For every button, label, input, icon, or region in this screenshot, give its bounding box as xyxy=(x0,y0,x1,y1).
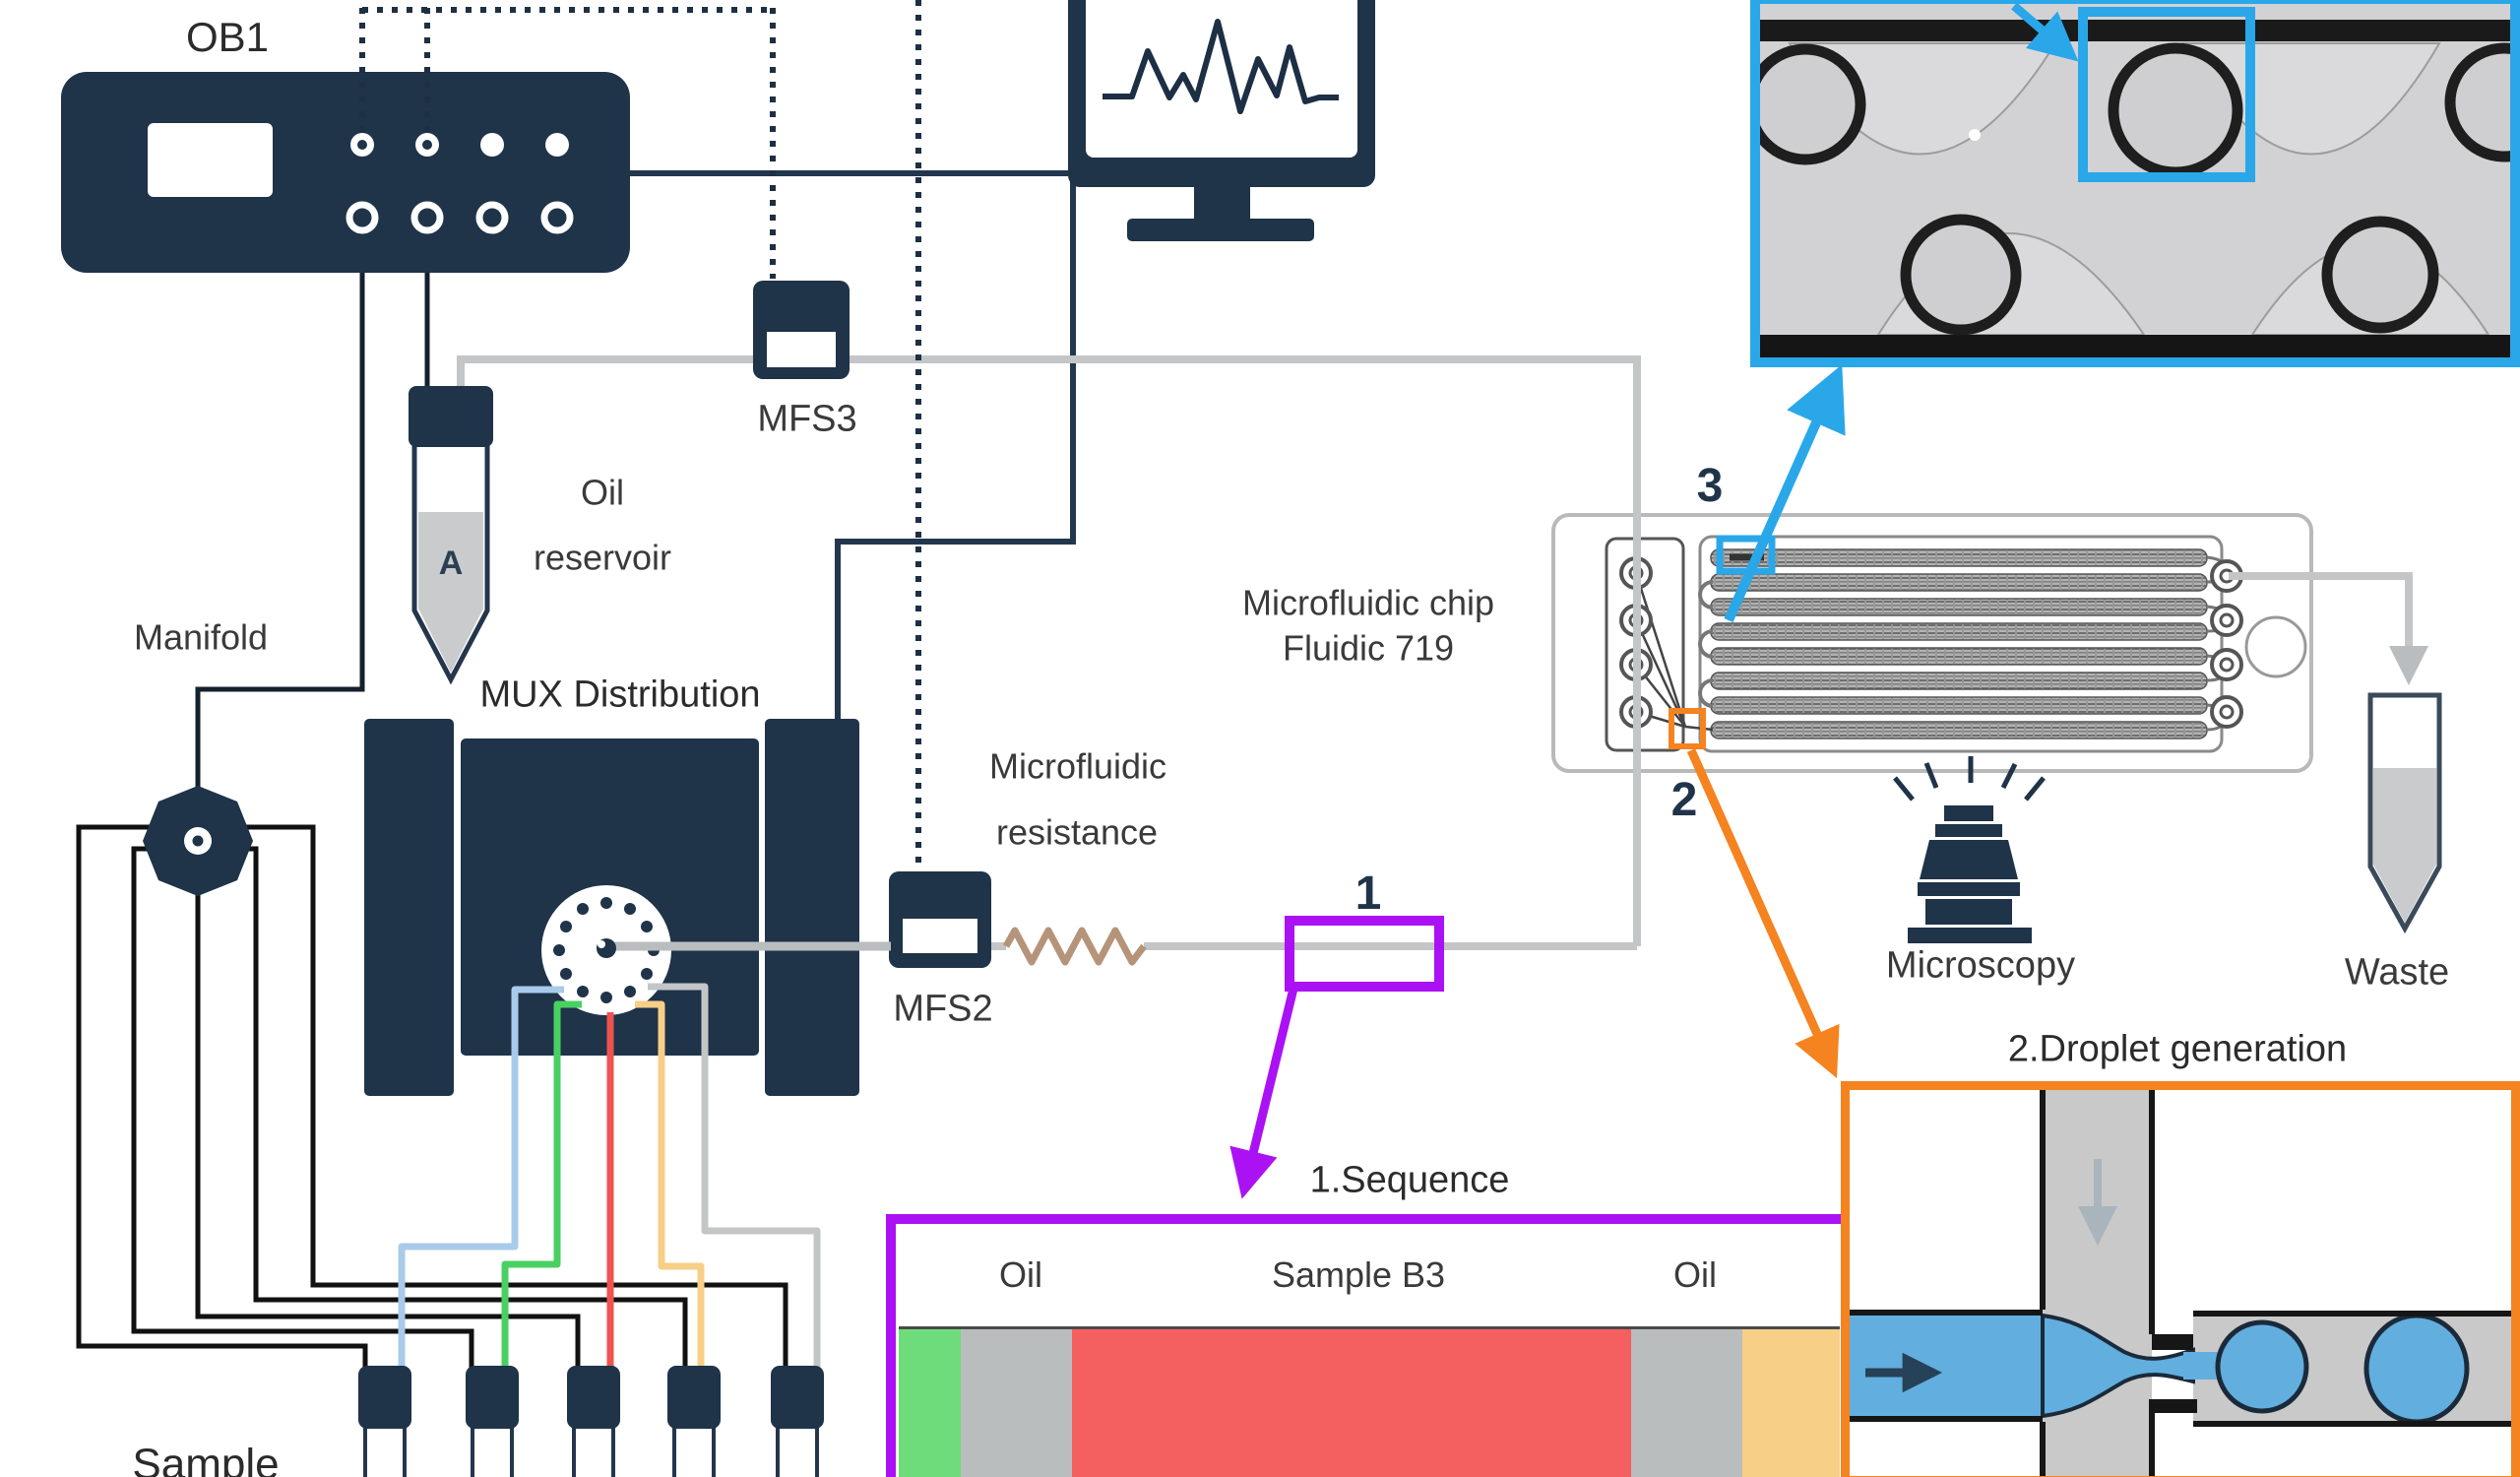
sequence-segment xyxy=(1742,1329,1840,1477)
marker-label-1: 1 xyxy=(1354,867,1382,920)
sample-tube xyxy=(667,1366,721,1477)
reservoir-cap xyxy=(409,386,493,447)
microscope-icon xyxy=(1893,756,2046,943)
orifice-wall-top xyxy=(2152,1334,2193,1350)
sample-line-yellow xyxy=(635,1000,705,1371)
marker-label-3: 3 xyxy=(1696,460,1724,512)
chip-label-2: Fluidic 719 xyxy=(1282,627,1455,669)
waste-tube xyxy=(2367,692,2442,934)
sample-label: Sample xyxy=(132,1440,280,1477)
mux-label: MUX Distribution xyxy=(479,674,761,716)
sequence-callout-arrow xyxy=(1229,987,1298,1199)
sample-tube xyxy=(466,1366,519,1477)
microscopy-label: Microscopy xyxy=(1885,944,2076,987)
sequence-label-oil-left: Oil xyxy=(999,1254,1042,1295)
droplet xyxy=(2363,1313,2470,1425)
waste-liquid xyxy=(2373,768,2436,923)
photo-callout-arrow xyxy=(1724,364,1846,623)
droplet-gen-callout-arrow xyxy=(1686,748,1840,1079)
droplet-highlight-box xyxy=(2078,7,2255,182)
waste-tubing-line xyxy=(2229,572,2428,685)
sequence-label-sample: Sample B3 xyxy=(1271,1254,1446,1295)
sequence-segment xyxy=(961,1329,1072,1477)
resistance-label-2: resistance xyxy=(995,811,1159,853)
chip-serpentine-panel xyxy=(1698,535,2224,753)
waste-label: Waste xyxy=(2344,951,2450,994)
sample-tubes xyxy=(358,1366,824,1477)
monitor-screen xyxy=(1086,0,1357,158)
control-lines-dotted xyxy=(359,0,921,869)
sample-line-gray xyxy=(648,983,821,1371)
mfs2-sensor xyxy=(889,871,991,968)
sequence-color-bar xyxy=(899,1326,1840,1477)
chip-inlet-panel xyxy=(1605,537,1685,752)
channel-wall-top xyxy=(1760,20,2510,41)
reservoir-letter: A xyxy=(438,544,464,582)
sample-tube xyxy=(771,1366,824,1477)
manifold-valve xyxy=(143,786,253,896)
sequence-segment xyxy=(1631,1329,1742,1477)
manifold-lines xyxy=(76,824,788,1369)
droplet-generation-schematic xyxy=(1850,1090,2511,1476)
monitor-to-mux-line xyxy=(835,173,1076,721)
oil-reservoir-label-1: Oil xyxy=(581,472,624,513)
sequence-segment xyxy=(1072,1329,1631,1477)
ob1-label: OB1 xyxy=(185,13,270,60)
mfs3-sensor xyxy=(753,281,850,379)
droplet-neck xyxy=(2041,1313,2195,1419)
droplet-generation-title: 2.Droplet generation xyxy=(2007,1028,2348,1070)
signal-waveform-icon xyxy=(1102,19,1339,114)
ob1-device xyxy=(61,72,630,273)
sample-line-blue xyxy=(398,986,564,1371)
oil-reservoir-label-2: reservoir xyxy=(533,537,672,578)
sequence-label-oil-right: Oil xyxy=(1673,1254,1717,1295)
chip-outlet-ports xyxy=(2210,559,2243,729)
oil-channel-vertical xyxy=(2043,1090,2152,1476)
marker-box-1 xyxy=(1285,916,1444,992)
ob1-to-manifold-line xyxy=(195,223,365,792)
pressure-lines xyxy=(630,170,1076,721)
orifice-wall-bottom xyxy=(2152,1399,2197,1413)
sample-tube xyxy=(358,1366,411,1477)
sequence-segment xyxy=(899,1329,961,1477)
droplet-photo-inset xyxy=(1750,0,2520,367)
photo-arrow xyxy=(2011,4,2079,62)
resistance-label-1: Microfluidic xyxy=(988,745,1167,787)
sample-channel xyxy=(1850,1316,2043,1416)
ob1-ports-bottom xyxy=(346,201,574,234)
ob1-output-lines xyxy=(195,223,430,792)
chip-well xyxy=(2244,615,2307,678)
monitor-icon xyxy=(1068,0,1375,241)
mfs3-label: MFS3 xyxy=(757,398,857,440)
sequence-title: 1.Sequence xyxy=(1309,1159,1510,1201)
oil-liquid xyxy=(418,512,483,673)
droplets xyxy=(1760,42,2510,336)
sample-tubing-lines xyxy=(398,983,821,1371)
ob1-screen xyxy=(148,123,273,197)
droplet-photo xyxy=(1760,4,2510,357)
oil-tubing-line xyxy=(457,355,1641,946)
droplet-generation-inset xyxy=(1841,1081,2520,1477)
mfs3-window xyxy=(767,332,836,367)
ob1-ports-top xyxy=(350,133,569,157)
serpentine-channels xyxy=(1698,548,2229,739)
marker-box-2 xyxy=(1669,708,1706,749)
manifold-label: Manifold xyxy=(133,616,269,658)
sequence-labels: Oil Sample B3 Oil xyxy=(896,1224,1844,1326)
sample-tube xyxy=(567,1366,620,1477)
marker-label-2: 2 xyxy=(1670,774,1698,826)
sample-line-green xyxy=(501,1000,582,1371)
channel-wall-bottom xyxy=(1760,335,2510,357)
mux-distribution-device xyxy=(364,719,891,1096)
microfluidic-resistance-coil xyxy=(1002,927,1147,966)
mfs2-window xyxy=(903,919,977,953)
oil-reservoir xyxy=(409,386,493,685)
mfs2-label: MFS2 xyxy=(893,988,993,1030)
chip-label-1: Microfluidic chip xyxy=(1241,582,1495,623)
microfluidic-chip xyxy=(1551,513,2313,773)
forming-droplet xyxy=(2215,1319,2309,1414)
sequence-inset: Oil Sample B3 Oil xyxy=(886,1214,1854,1477)
